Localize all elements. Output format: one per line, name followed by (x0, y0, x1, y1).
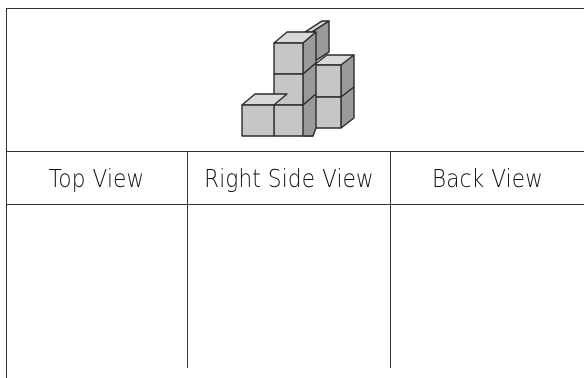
right-side-view-answer-box[interactable] (190, 206, 389, 368)
back-view-header: Back View (405, 152, 571, 204)
column-divider-1 (187, 151, 188, 368)
right-side-view-header: Right Side View (202, 152, 376, 204)
header-bottom-rule (6, 204, 584, 205)
cube-right-upper (314, 55, 354, 97)
top-view-answer-box[interactable] (8, 206, 186, 368)
column-divider-2 (390, 151, 391, 368)
cube-stack-figure (6, 8, 584, 151)
figure-cell (6, 8, 584, 151)
worksheet: Top View Right Side View Back View (0, 0, 584, 368)
top-view-header: Top View (19, 152, 175, 204)
back-view-answer-box[interactable] (393, 206, 583, 368)
